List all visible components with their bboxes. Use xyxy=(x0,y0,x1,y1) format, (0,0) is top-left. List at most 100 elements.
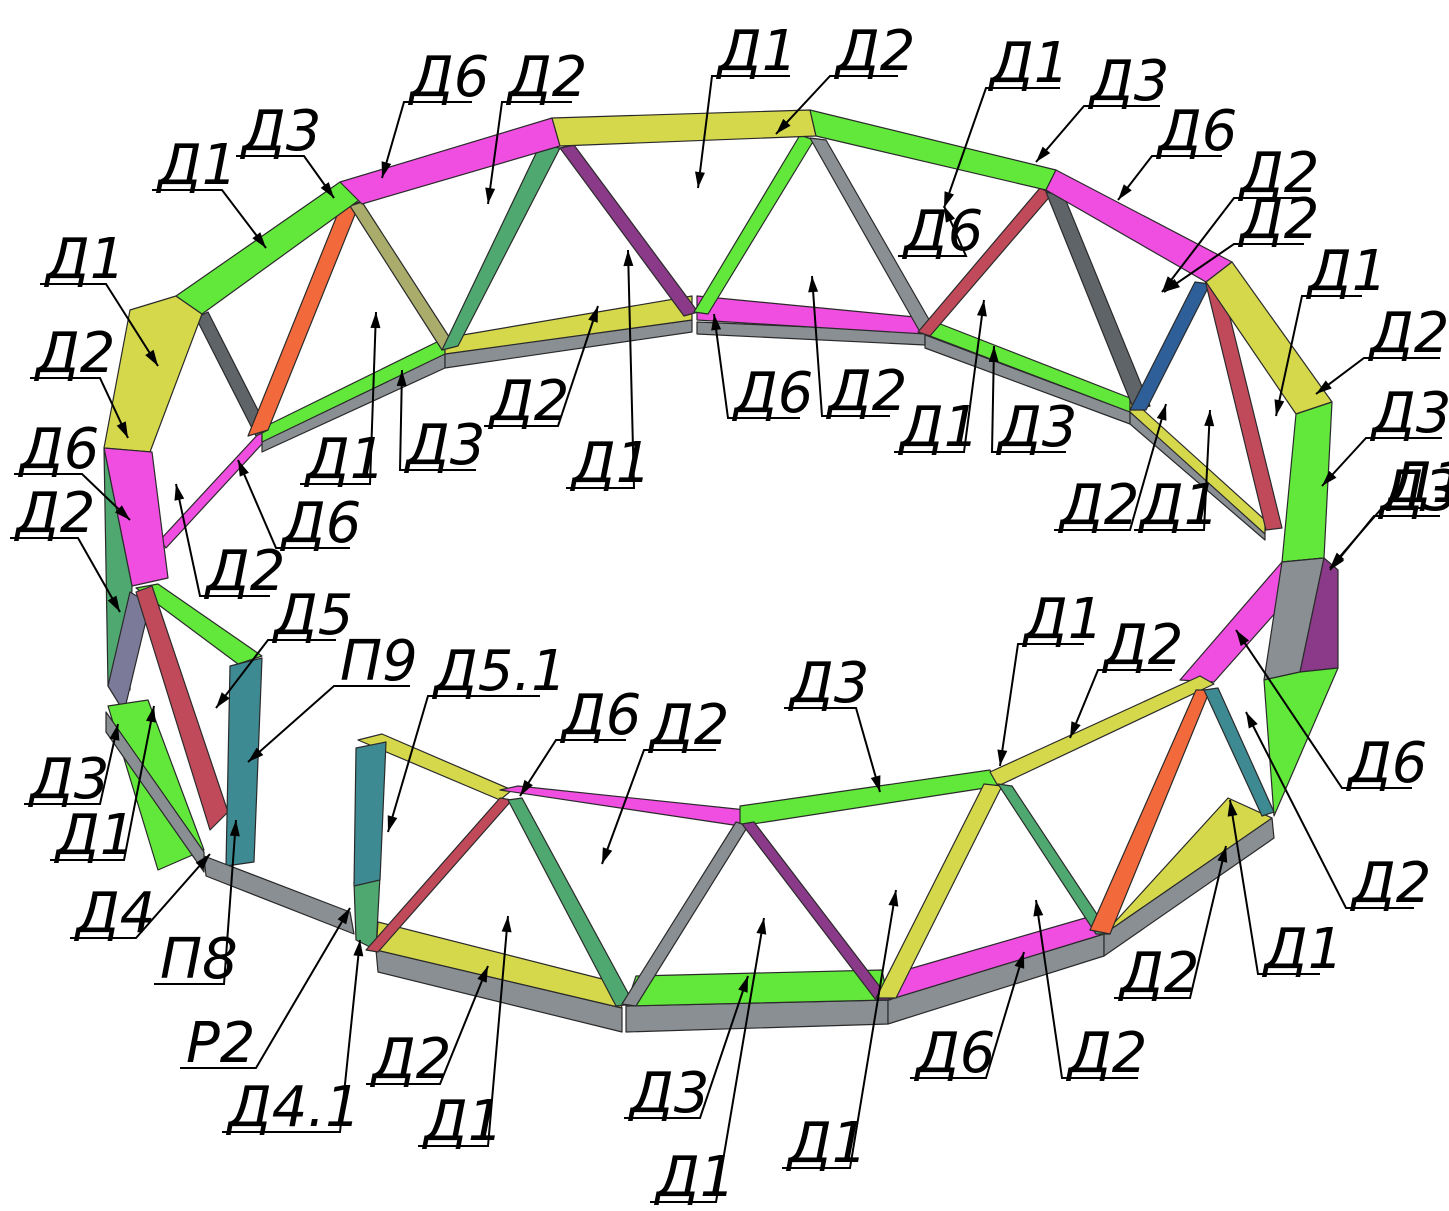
leader-line-l48 xyxy=(366,965,489,1085)
arrowhead-l33 xyxy=(216,692,230,708)
label-l35: Д5.1 xyxy=(431,639,567,704)
leader-line-l46 xyxy=(180,907,351,1069)
arrowhead-l44 xyxy=(195,854,210,870)
arrowhead-l46 xyxy=(337,908,350,925)
arrowhead-l56 xyxy=(1227,800,1238,817)
arrowhead-l02 xyxy=(776,118,791,134)
label-l54: Д2 xyxy=(1065,1021,1147,1086)
label-l30: Д2 xyxy=(203,539,285,604)
label-l15: Д3 xyxy=(403,413,485,478)
arrowhead-l19 xyxy=(711,314,722,331)
arrowhead-l47 xyxy=(353,940,364,957)
leader-line-l34 xyxy=(247,685,410,763)
arrowhead-l08 xyxy=(381,161,392,178)
leader-line-l37 xyxy=(601,749,716,865)
arrowhead-l54 xyxy=(1033,900,1044,917)
leader-line-l51 xyxy=(650,917,765,1203)
leader-line-l35 xyxy=(387,695,540,833)
arrowhead-l40 xyxy=(1070,721,1081,738)
arrowhead-l06 xyxy=(1162,276,1176,292)
label-l45: П8 xyxy=(160,927,238,992)
label-l49: Д1 xyxy=(421,1089,503,1154)
label-l08: Д6 xyxy=(407,45,489,110)
arrowhead-l48 xyxy=(477,966,488,983)
leader-line-l23 xyxy=(1275,295,1362,417)
label-l38: Д3 xyxy=(787,651,869,716)
arrowhead-l53 xyxy=(1014,952,1025,969)
leader-line-l06 xyxy=(1161,197,1304,293)
label-l11: Д1 xyxy=(43,227,125,292)
label-l22: Д1 xyxy=(897,395,979,460)
leader-line-l05 xyxy=(1117,155,1222,201)
leader-line-l19 xyxy=(713,313,800,419)
leader-line-l54 xyxy=(1035,899,1138,1079)
leader-line-l11 xyxy=(40,283,159,367)
label-l53: Д6 xyxy=(913,1021,995,1086)
leader-line-l29 xyxy=(1329,515,1440,571)
label-l39: Д1 xyxy=(1021,587,1103,652)
part-labels: Д1 Д2 Д1 Д3 Д6 Д2 Д3 Д6 Д2 Д1 Д1 Д2 Д6 Д… xyxy=(13,19,1449,1210)
arrowhead-l20 xyxy=(808,276,819,293)
arrowhead-l39 xyxy=(997,749,1008,766)
arrowhead-l34 xyxy=(248,747,264,762)
leader-line-l07 xyxy=(236,155,335,199)
label-l47: Д4.1 xyxy=(225,1075,361,1140)
leader-line-l09 xyxy=(487,101,572,205)
leader-line-l33 xyxy=(215,639,336,709)
leader-line-l04 xyxy=(1035,105,1160,163)
label-l18: Д2 xyxy=(487,369,569,434)
leader-line-l12 xyxy=(30,377,129,439)
label-l56: Д1 xyxy=(1261,917,1343,982)
top-chord-ring xyxy=(103,109,1333,683)
arrowhead-l25 xyxy=(1156,404,1167,421)
leader-line-l24 xyxy=(1321,437,1442,487)
front-bottom-chord-base xyxy=(203,817,1275,1033)
label-l25: Д2 xyxy=(1057,473,1139,538)
label-l51: Д1 xyxy=(653,1145,735,1210)
leader-line-l44 xyxy=(70,853,211,939)
arrowhead-l41 xyxy=(1330,552,1345,568)
label-l58: Д6 xyxy=(901,199,983,264)
arrowhead-l52 xyxy=(888,890,899,907)
label-l17: Д1 xyxy=(569,431,651,496)
leader-line-l43 xyxy=(50,705,155,861)
arrowhead-l12 xyxy=(116,421,128,438)
leader-line-l21 xyxy=(990,345,1066,453)
label-l31: Д6 xyxy=(1345,731,1427,796)
truss-ring-structure xyxy=(103,109,1339,1033)
arrowhead-l15 xyxy=(396,370,407,387)
label-l28: Д6 xyxy=(279,491,361,556)
label-l04: Д3 xyxy=(1087,49,1169,114)
label-l19: Д6 xyxy=(731,361,813,426)
leader-line-l01 xyxy=(697,75,790,189)
arrowhead-l30 xyxy=(174,484,185,501)
label-l41: Д1 xyxy=(1385,451,1449,516)
label-l34: П9 xyxy=(340,629,418,694)
leader-line-l53 xyxy=(910,951,1025,1079)
leader-line-l28 xyxy=(237,459,350,549)
back-diagonals xyxy=(195,134,1283,531)
arrowhead-l07 xyxy=(320,182,334,198)
arrowhead-l24 xyxy=(1322,470,1337,486)
arrowhead-l04 xyxy=(1036,146,1051,162)
label-l42: Д3 xyxy=(27,747,109,812)
leader-line-l08 xyxy=(381,101,472,179)
arrowhead-l03 xyxy=(944,191,955,208)
leader-line-l56 xyxy=(1229,799,1320,975)
label-l24: Д3 xyxy=(1369,381,1449,446)
leader-line-l18 xyxy=(484,305,599,427)
leader-line-l58 xyxy=(898,205,968,257)
label-l21: Д3 xyxy=(995,395,1077,460)
arrowhead-l13 xyxy=(114,505,130,520)
leader-line-l36 xyxy=(519,739,626,797)
arrowhead-l22 xyxy=(976,300,987,317)
front-diagonals xyxy=(365,687,1275,1007)
arrowhead-l58 xyxy=(944,206,956,223)
leader-line-l26 xyxy=(1134,409,1211,531)
label-l26: Д1 xyxy=(1137,473,1219,538)
arrowhead-l38 xyxy=(870,775,881,792)
leader-line-l02 xyxy=(775,75,898,135)
arrowhead-l42 xyxy=(109,724,120,741)
leader-line-l41 xyxy=(1329,507,1442,569)
